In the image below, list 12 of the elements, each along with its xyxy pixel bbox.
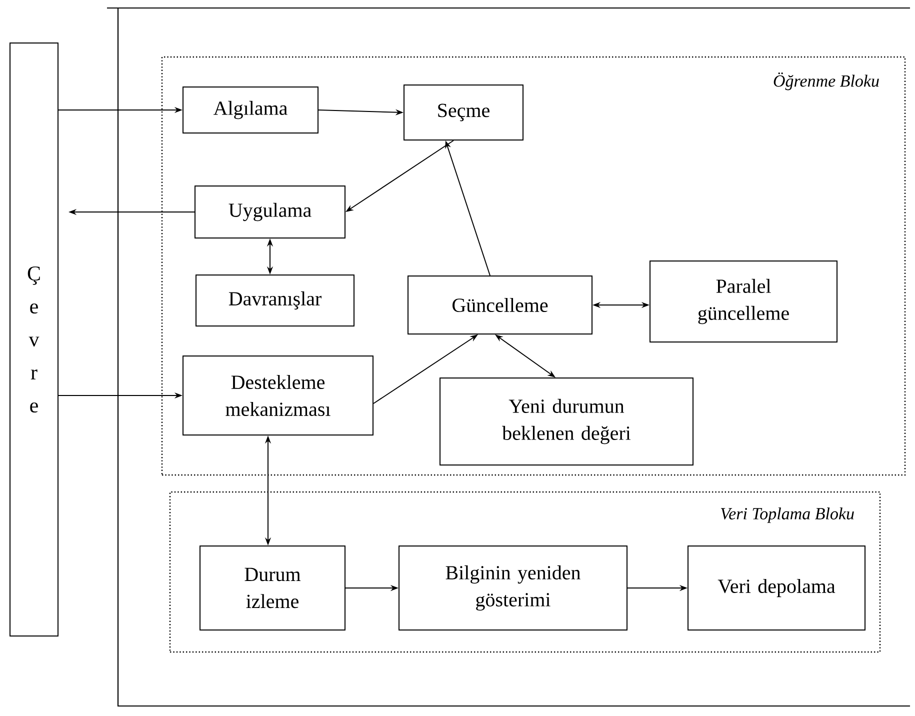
- process-box: Uygulama: [194, 186, 346, 238]
- environment-bar: Ç e v r e: [10, 42, 58, 636]
- process-box: Algılama: [182, 86, 318, 134]
- process-box: Seçme: [404, 84, 524, 140]
- process-box: Durum izleme: [200, 546, 346, 630]
- process-box: Bilginin yeniden gösterimi: [398, 546, 628, 630]
- process-box: Güncelleme: [408, 276, 592, 334]
- process-box: Destekleme mekanizması: [182, 356, 374, 436]
- process-box: Yeni durumun beklenen değeri: [440, 378, 694, 466]
- process-box: Paralel güncelleme: [650, 260, 838, 342]
- process-box: Veri depolama: [688, 546, 866, 630]
- process-box: Davranışlar: [196, 274, 354, 326]
